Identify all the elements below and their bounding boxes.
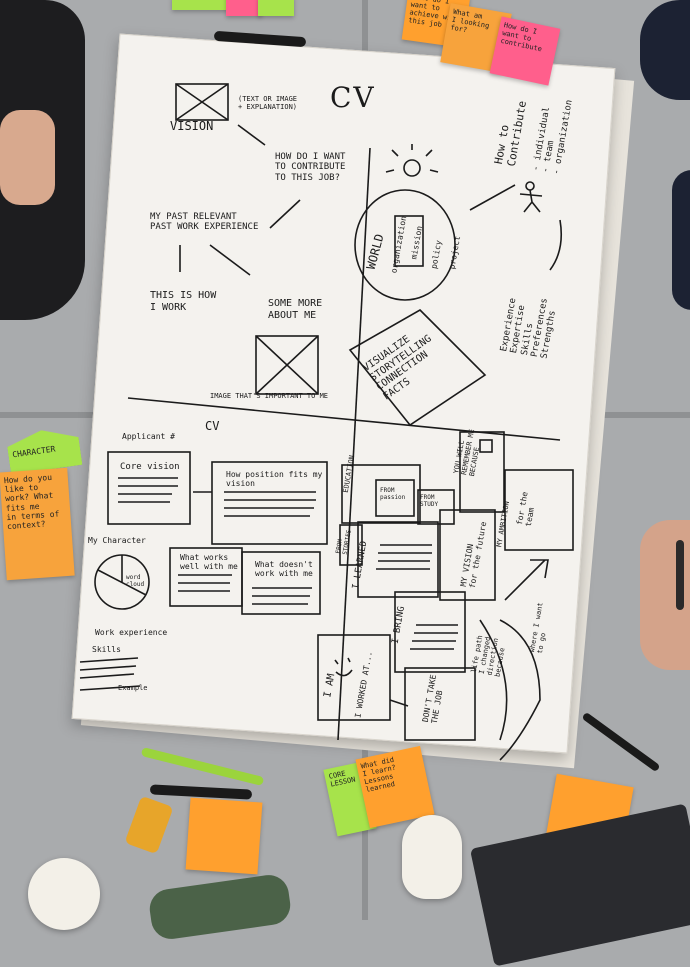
skills-label: Skills (92, 645, 121, 654)
text-or-image-label: (TEXT OR IMAGE + EXPLANATION) (238, 95, 298, 112)
my-character-label: My Character (88, 536, 146, 545)
poster-title-top: CV (330, 81, 376, 114)
applicant-label: Applicant # (122, 432, 175, 441)
poster-drawing (79, 83, 574, 761)
paper-cup-left (28, 858, 100, 930)
sticky-note-contribute: How do I want to contribute (489, 16, 561, 86)
pen-in-hand (676, 540, 684, 610)
sticky-note-top-green2 (258, 0, 294, 16)
from-study-label: FROM STUDY (420, 494, 439, 508)
person-arm-top-right (640, 0, 690, 100)
divider-vertical (337, 147, 371, 741)
image-caption: IMAGE THAT'S IMPORTANT TO ME (210, 392, 329, 400)
work-experience-label: Work experience (95, 628, 168, 637)
sticky-note-blank-orange (185, 797, 263, 875)
core-vision-label: Core vision (120, 462, 180, 472)
how-i-work-label: THIS IS HOW I WORK (150, 290, 217, 313)
vision-label: VISION (170, 119, 214, 133)
from-passion-label: FROM passion (380, 487, 406, 501)
what-doesnt-label: What doesn't work with me (255, 560, 313, 579)
sticky-note-character-question: How do you like to work? What fits me in… (0, 467, 75, 581)
experience-list: Experience Expertise Skills Preferences … (499, 297, 559, 360)
example-label: Example (118, 684, 148, 692)
sticky-note-top-pink (226, 0, 262, 16)
life-path-label: life path I changed direction because (469, 634, 507, 678)
person-arm-right (672, 170, 690, 310)
position-fits-label: How position fits my vision (226, 470, 323, 489)
paper-cup-center (402, 815, 462, 899)
divider-horizontal (127, 397, 561, 441)
contribute-question: HOW DO I WANT TO CONTRIBUTE TO THIS JOB? (275, 152, 346, 183)
about-me-label: SOME MORE ABOUT ME (268, 298, 323, 321)
past-work-label: MY PAST RELEVANT PAST WORK EXPERIENCE (150, 212, 259, 233)
person-hand-left (0, 110, 55, 205)
poster-title-bottom: CV (205, 419, 220, 433)
what-works-label: What works well with me (180, 553, 238, 572)
sticky-note-top-green (172, 0, 228, 10)
word-cloud-label: word cloud (126, 574, 145, 588)
